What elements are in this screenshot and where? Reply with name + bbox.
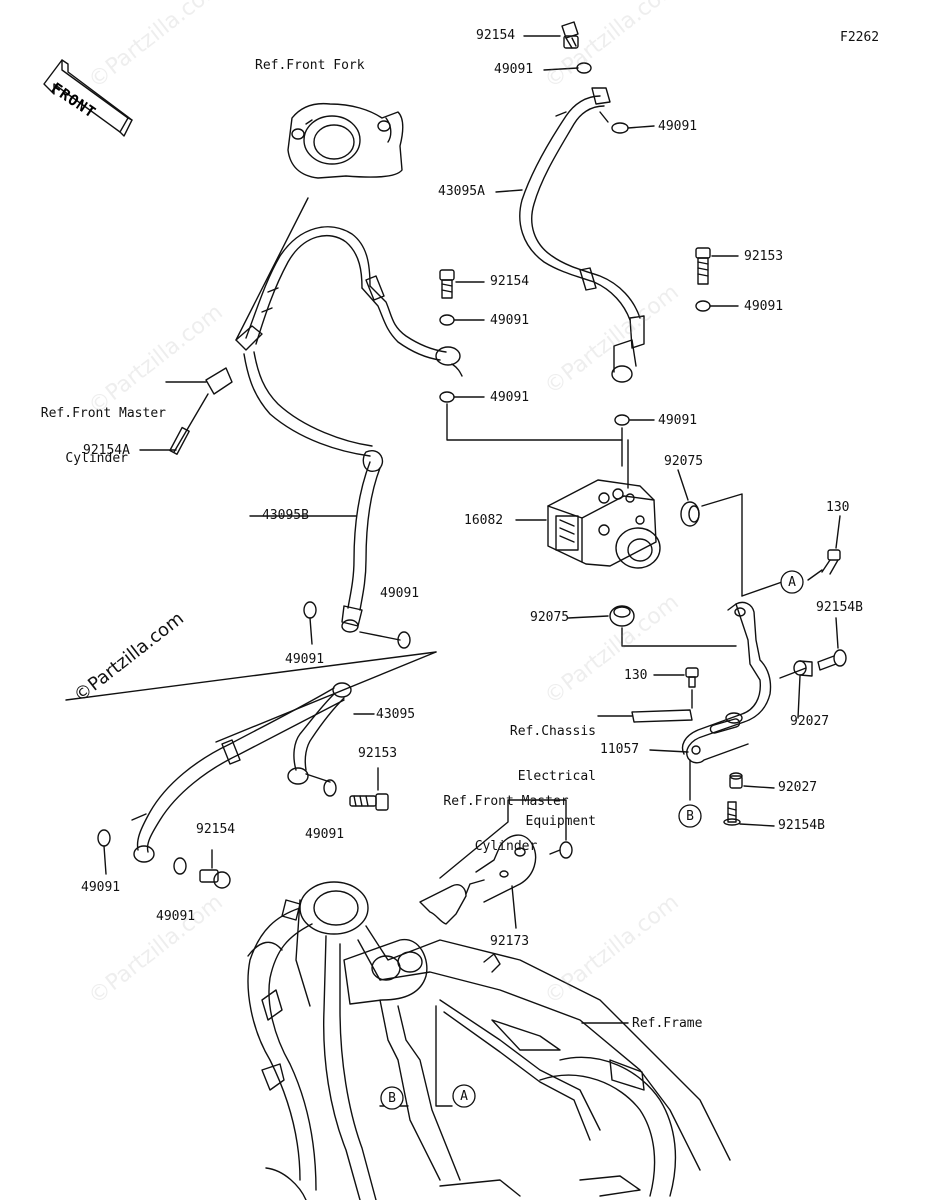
callout-B-bracket: B [686,809,694,824]
part-49091-b1: 49091 [305,827,345,842]
part-49091-l2: 49091 [285,652,325,667]
bolt-92153-left [349,793,389,811]
bolt-92154B-top [817,649,847,671]
ref-front-master-cylinder-left: Ref.Front Master Cylinder [40,406,166,466]
abs-hydraulic-unit [547,479,661,569]
part-92153-right: 92153 [744,249,784,264]
hose-43095 [131,682,352,863]
figure-code: F2262 [840,30,880,45]
part-92154B-top: 92154B [816,600,863,615]
callout-B-frame: B [388,1091,396,1106]
bolt-92154-low [199,869,231,889]
part-92154A: 92154A [83,443,130,458]
part-92173: 92173 [490,934,530,949]
part-92154B-bot: 92154B [778,818,825,833]
part-92154-low: 92154 [196,822,236,837]
part-49091-b3: 49091 [156,909,196,924]
screw-92173 [549,841,573,859]
part-11057: 11057 [600,742,640,757]
front-arrow-icon [43,59,133,137]
part-130-bot: 130 [624,668,648,683]
bracket-11057 [681,601,772,764]
bolt-130-bot [685,667,699,688]
callout-A-bracket: A [788,575,796,590]
part-92154-top: 92154 [476,28,516,43]
ref-frame: Ref.Frame [632,1016,703,1031]
callout-B-circle-frame [380,1086,404,1110]
collar-92027-bot [729,772,743,789]
frame [247,881,731,1200]
part-43095A: 43095A [438,184,485,199]
part-92075-bot: 92075 [530,610,570,625]
hose-43095B [235,226,463,633]
front-fork-bracket [287,102,404,179]
bolt-92154-top [561,21,579,49]
ref-chassis-electrical: Ref.Chassis Electrical Equipment [509,724,596,829]
grommet-92075-bot [609,605,635,627]
chassis-strip [631,709,693,723]
part-92075-top: 92075 [664,454,704,469]
bolt-92154B-bot [723,801,741,826]
part-49091-m2: 49091 [490,390,530,405]
part-49091-m1: 49091 [490,313,530,328]
ref-front-fork: Ref.Front Fork [255,58,365,73]
callout-B-circle-bracket [678,804,702,828]
part-49091-top1: 49091 [494,62,534,77]
part-43095B: 43095B [262,508,309,523]
bracket-92173 [419,834,537,925]
grommet-92075-top [680,501,700,527]
part-130-top: 130 [826,500,850,515]
part-92027-bot: 92027 [778,780,818,795]
part-92153-left: 92153 [358,746,398,761]
ref-front-master-cylinder-right: Ref.Front Master Cylinder [443,794,569,854]
part-49091-top2: 49091 [658,119,698,134]
part-92027-top: 92027 [790,714,830,729]
part-16082: 16082 [464,513,504,528]
part-49091-r2: 49091 [658,413,698,428]
bolt-130-top [821,549,841,575]
part-92154-mid: 92154 [490,274,530,289]
hose-43095A [519,87,645,383]
part-49091-r1: 49091 [744,299,784,314]
callout-A-circle-bracket [780,570,804,594]
part-49091-b2: 49091 [81,880,121,895]
bolt-92153-right [695,247,711,285]
bolt-92154-mid [439,269,455,299]
part-49091-l1: 49091 [380,586,420,601]
part-43095: 43095 [376,707,416,722]
callout-A-circle-frame [452,1084,476,1108]
callout-A-frame: A [460,1089,468,1104]
